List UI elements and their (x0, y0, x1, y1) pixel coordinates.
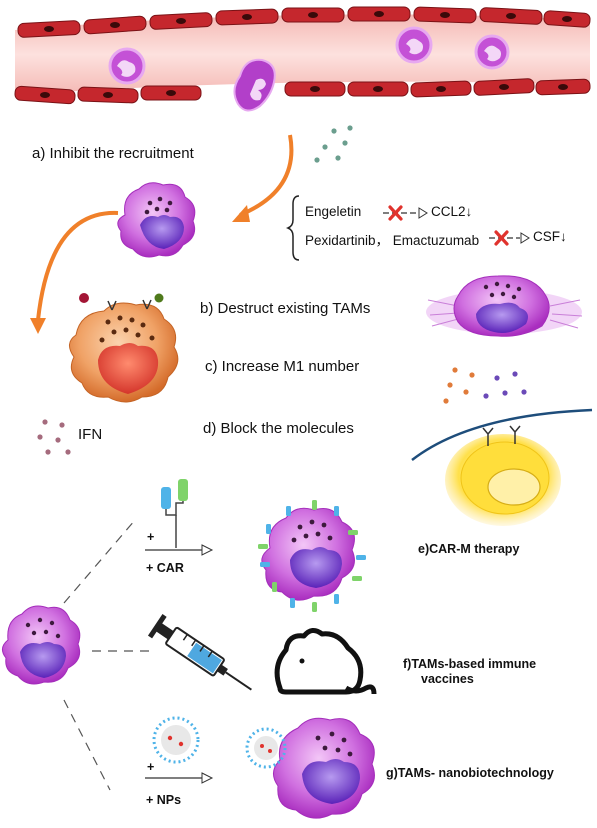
step-d-label: d) Block the molecules (203, 420, 354, 437)
inhibition-arrow-ccl2 (383, 205, 428, 221)
macrophage-icon (2, 605, 81, 685)
recruitment-arrow (232, 134, 294, 222)
blood-vessel (14, 6, 591, 112)
inhibitor-pexidartinib: Pexidartinib， Emactuzumab (305, 233, 480, 248)
target-csf: CSF↓ (533, 229, 567, 244)
target-ccl2: CCL2↓ (431, 204, 473, 219)
np-macrophage-icon (245, 717, 375, 819)
car-construct-icon (161, 479, 188, 548)
monocyte-icon (474, 34, 510, 70)
ifn-dots (37, 419, 71, 455)
tumor-cell-icon (445, 425, 561, 526)
brace (285, 195, 300, 261)
np-arrow (145, 772, 214, 784)
inhibition-arrow-csf (489, 230, 530, 246)
m1-macrophage-icon (69, 293, 179, 403)
vessel-top-wall (17, 6, 591, 38)
mouse-icon (274, 628, 377, 695)
destructed-tam-icon (426, 275, 583, 337)
polarization-arrow (30, 210, 119, 334)
step-b-label: b) Destruct existing TAMs (200, 300, 371, 317)
step-e-label: e)CAR-M therapy (418, 542, 520, 556)
cell-membrane (411, 408, 593, 461)
step-f-label: f)TAMs-based immune (403, 657, 537, 671)
inhibitor-engeletin: Engeletin (305, 204, 362, 219)
syringe-icon (147, 614, 252, 691)
step-f-label-2: vaccines (421, 672, 474, 686)
step-g-label: g)TAMs- nanobiotechnology (386, 766, 554, 780)
molecule-dots (443, 367, 527, 404)
monocyte-icon (108, 47, 146, 85)
car-label: + CAR (146, 561, 184, 575)
car-plus: + (147, 530, 155, 544)
connector-lines (63, 519, 150, 791)
monocyte-icon (395, 26, 433, 64)
car-arrow (145, 544, 214, 556)
np-label: + NPs (146, 793, 182, 807)
car-receptors (258, 500, 366, 612)
chemokine-dots (314, 125, 353, 163)
car-m-macrophage-icon (258, 500, 366, 612)
block-x-icon (494, 230, 509, 246)
macrophage-icon (117, 182, 196, 258)
ifn-label: IFN (78, 426, 103, 443)
extravasating-monocyte-icon (233, 58, 276, 112)
step-c-label: c) Increase M1 number (205, 358, 360, 375)
np-plus: + (147, 760, 155, 774)
nanoparticle-icon (152, 716, 200, 764)
block-x-icon (388, 205, 403, 221)
step-a-label: a) Inhibit the recruitment (32, 145, 194, 162)
